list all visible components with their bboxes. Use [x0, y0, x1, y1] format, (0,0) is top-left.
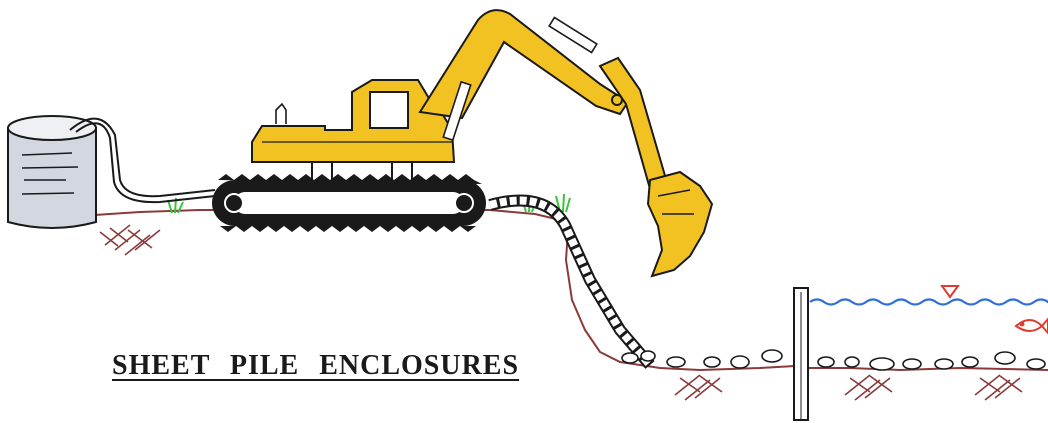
- excavator-arm: [600, 58, 668, 196]
- water-level-marker-icon: [942, 286, 958, 297]
- sheet-pile-icon: [794, 288, 808, 420]
- excavator-bucket: [648, 172, 712, 276]
- excavator-track: [208, 174, 486, 232]
- fish-icon: [1016, 319, 1048, 333]
- water-surface: [810, 300, 1048, 305]
- excavator-boom: [420, 10, 628, 118]
- excavator-icon: [208, 10, 712, 276]
- diagram-caption: SHEET PILE ENCLOSURES: [112, 350, 519, 382]
- drum-icon: [8, 116, 96, 228]
